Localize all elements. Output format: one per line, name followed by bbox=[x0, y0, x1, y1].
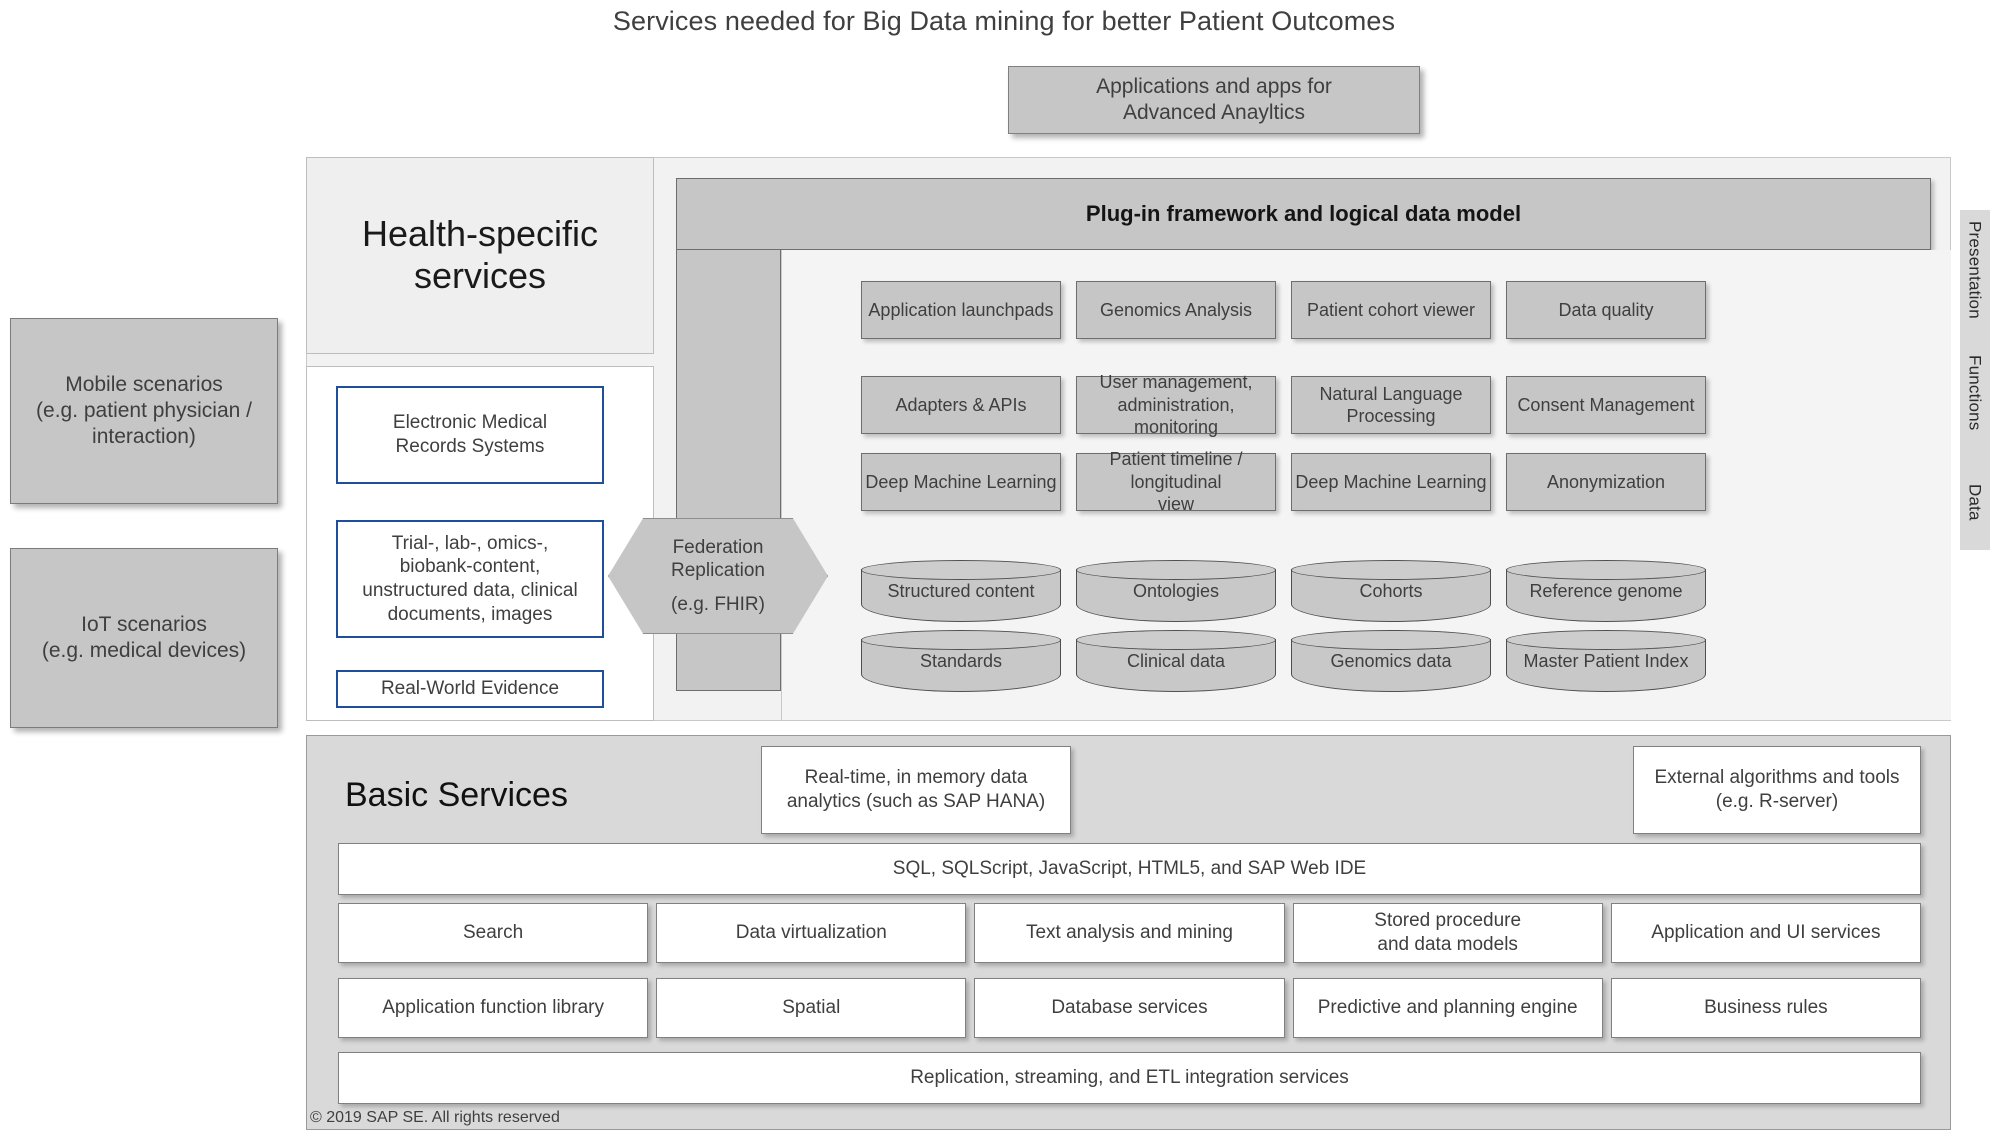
datastore-cylinder-ontologies: Ontologies bbox=[1076, 560, 1276, 622]
function-box-natural-language-processing: Natural Language Processing bbox=[1291, 376, 1491, 434]
sql-stack-bar: SQL, SQLScript, JavaScript, HTML5, and S… bbox=[338, 843, 1921, 895]
cylinder-label: Reference genome bbox=[1529, 580, 1683, 601]
federation-line-3: (e.g. FHIR) bbox=[671, 593, 765, 615]
federation-line-2: Replication bbox=[671, 560, 765, 582]
datastore-cylinder-clinical-data: Clinical data bbox=[1076, 630, 1276, 692]
basic-services-heading: Basic Services bbox=[345, 775, 568, 814]
basic-service-application-function-library: Application function library bbox=[338, 978, 649, 1038]
health-specific-services-title-card bbox=[306, 157, 654, 354]
datastore-cylinder-reference-genome: Reference genome bbox=[1506, 560, 1706, 622]
basic-service-text-analysis-mining: Text analysis and mining bbox=[974, 903, 1285, 963]
function-box-anonymization: Anonymization bbox=[1506, 453, 1706, 511]
basic-service-application-ui-services: Application and UI services bbox=[1610, 903, 1921, 963]
function-box-consent-management: Consent Management bbox=[1506, 376, 1706, 434]
federation-hexagon-shape bbox=[608, 518, 828, 634]
cylinder-top-ellipse bbox=[1076, 630, 1276, 650]
replication-streaming-etl-bar: Replication, streaming, and ETL integrat… bbox=[338, 1052, 1921, 1104]
cylinder-top-ellipse bbox=[861, 630, 1061, 650]
function-box-deep-machine-learning-1: Deep Machine Learning bbox=[861, 453, 1061, 511]
datastore-cylinder-cohorts: Cohorts bbox=[1291, 560, 1491, 622]
function-box-application-launchpads: Application launchpads bbox=[861, 281, 1061, 339]
cylinder-label: Structured content bbox=[887, 580, 1035, 601]
basic-service-business-rules: Business rules bbox=[1610, 978, 1921, 1038]
scenario-box-iot: IoT scenarios(e.g. medical devices) bbox=[10, 548, 278, 728]
federation-replication-arrow: Federation Replication (e.g. FHIR) bbox=[608, 518, 828, 634]
external-algorithms-tools-box: External algorithms and tools(e.g. R-ser… bbox=[1633, 746, 1921, 834]
function-box-adapters-apis: Adapters & APIs bbox=[861, 376, 1061, 434]
cylinder-top-ellipse bbox=[1506, 560, 1706, 580]
cylinder-top-ellipse bbox=[1291, 560, 1491, 580]
cylinder-label: Cohorts bbox=[1359, 580, 1423, 601]
cylinder-label: Standards bbox=[919, 650, 1003, 671]
cylinder-top-ellipse bbox=[1076, 560, 1276, 580]
datastore-cylinder-genomics-data: Genomics data bbox=[1291, 630, 1491, 692]
copyright-notice: © 2019 SAP SE. All rights reserved bbox=[310, 1109, 560, 1126]
source-box-trial: Trial-, lab-, omics-,biobank-content,uns… bbox=[336, 520, 604, 638]
function-box-deep-machine-learning-2: Deep Machine Learning bbox=[1291, 453, 1491, 511]
datastore-cylinder-structured-content: Structured content bbox=[861, 560, 1061, 622]
function-box-user-management: User management,administration, monitori… bbox=[1076, 372, 1276, 437]
basic-service-data-virtualization: Data virtualization bbox=[656, 903, 967, 963]
basic-service-search: Search bbox=[338, 903, 649, 963]
function-box-patient-cohort-viewer: Patient cohort viewer bbox=[1291, 281, 1491, 339]
federation-line-1: Federation bbox=[672, 537, 764, 559]
layer-band bbox=[1960, 210, 1990, 550]
cylinder-label: Genomics data bbox=[1330, 650, 1452, 671]
page-title: Services needed for Big Data mining for … bbox=[612, 6, 1396, 37]
basic-service-predictive-planning-engine: Predictive and planning engine bbox=[1292, 978, 1603, 1038]
datastore-cylinder-master-patient-index: Master Patient Index bbox=[1506, 630, 1706, 692]
cylinder-label: Master Patient Index bbox=[1523, 650, 1689, 671]
cylinder-label: Clinical data bbox=[1126, 650, 1226, 671]
source-box-real-world-evidence: Real-World Evidence bbox=[336, 670, 604, 708]
layer-label-functions: Functions bbox=[1965, 354, 1985, 431]
function-box-data-quality: Data quality bbox=[1506, 281, 1706, 339]
cylinder-label: Ontologies bbox=[1132, 580, 1220, 601]
federation-label: Federation Replication (e.g. FHIR) bbox=[608, 518, 828, 634]
plugin-framework-header: Plug-in framework and logical data model bbox=[676, 178, 1931, 250]
cylinder-top-ellipse bbox=[861, 560, 1061, 580]
basic-service-database-services: Database services bbox=[974, 978, 1285, 1038]
layer-label-presentation: Presentation bbox=[1965, 221, 1985, 319]
scenario-box-mobile: Mobile scenarios(e.g. patient physician … bbox=[10, 318, 278, 504]
layer-label-data: Data bbox=[1965, 484, 1985, 521]
basic-service-spatial: Spatial bbox=[656, 978, 967, 1038]
datastore-cylinder-standards: Standards bbox=[861, 630, 1061, 692]
cylinder-top-ellipse bbox=[1506, 630, 1706, 650]
cylinder-top-ellipse bbox=[1291, 630, 1491, 650]
function-box-genomics-analysis: Genomics Analysis bbox=[1076, 281, 1276, 339]
